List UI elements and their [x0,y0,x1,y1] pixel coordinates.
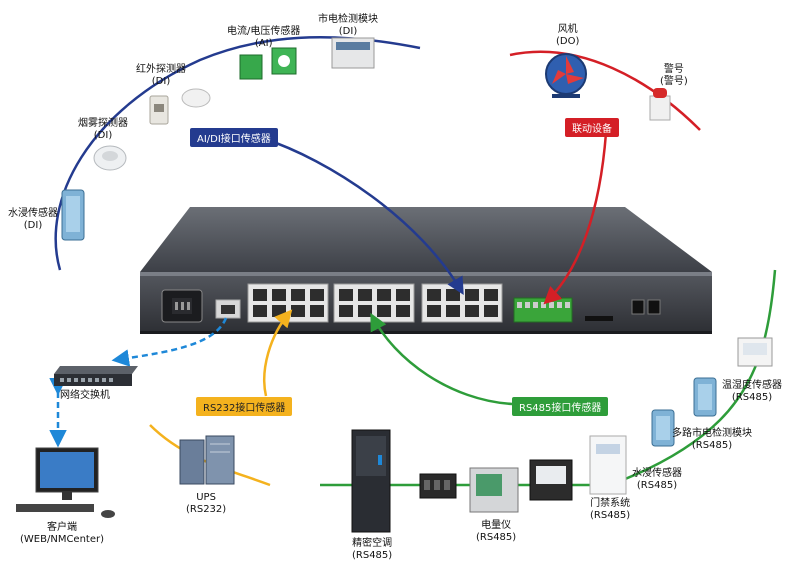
blue-arrow-to-device [261,136,464,296]
monitoring-host-device [140,207,712,334]
ups-icon [179,435,235,485]
label-client: 客户端 (WEB/NMCenter) [20,522,104,546]
meter-name: 电量仪 [481,520,512,531]
label-fan: 风机 (DO) [556,24,579,48]
client-type: (WEB/NMCenter) [20,534,105,545]
power-analyzer-icon [469,467,519,513]
multi-power-module-icon [693,377,717,417]
yellow-arrow-to-device [263,309,293,397]
label-power-monitor: 市电检测模块 (DI) [318,14,378,38]
label-water-right: 水浸传感器 (RS485) [632,468,682,492]
label-infrared: 红外探测器 (DI) [136,64,186,88]
alarm-name: 警号 [663,64,684,75]
serial-ports [631,299,661,315]
water-right-name: 水浸传感器 [632,468,682,479]
smoke-type: (DI) [93,130,113,141]
green-arrow-to-device [370,312,513,406]
smoke-name: 烟雾探测器 [78,118,128,129]
cyan-dashed-arrow-switch [111,317,228,367]
precision-ac-name: 精密空调 [352,538,393,549]
tag-ai-di: AI/DI接口传感器 [190,128,278,147]
label-access: 门禁系统 (RS485) [590,498,630,522]
power-inlet-icon [161,289,203,323]
tag-rs232: RS232接口传感器 [196,397,293,416]
access-name: 门禁系统 [590,498,631,509]
tag-rs485: RS485接口传感器 [512,397,609,416]
client-name: 客户端 [47,522,77,533]
smoke-detector-icon [93,145,127,171]
power-meter-module-icon [419,473,457,499]
power-monitor-type: (DI) [338,26,358,37]
red-arrow-to-device [543,132,608,305]
precision-ac-icon [351,429,391,533]
power-monitor-name: 市电检测模块 [318,14,378,25]
temp-humidity-type: (RS485) [731,392,773,403]
green-rs485-bus-right [609,269,777,487]
multi-power-name: 多路市电检测模块 [672,428,752,439]
ceiling-sensor-icon [181,88,211,108]
fan-type: (DO) [556,36,580,47]
label-temp-humidity: 温湿度传感器 (RS485) [722,380,782,404]
red-linkage-bus-line [509,50,701,131]
current-voltage-sensor-icon [239,47,297,80]
label-water-left: 水浸传感器 (DI) [8,208,58,232]
infrared-type: (DI) [151,76,171,87]
ups-type: (RS232) [186,504,227,515]
meter-type: (RS485) [476,532,517,543]
label-meter: 电量仪 (RS485) [476,520,516,544]
water-left-type: (DI) [23,220,43,231]
infrared-detector-icon [149,95,169,125]
current-voltage-type: (AI) [254,38,273,49]
power-detection-module-icon [331,37,375,69]
rj45-port-group-3 [421,283,503,323]
label-ups: UPS (RS232) [186,492,226,516]
alarm-type: (警号) [660,76,688,87]
water-sensor-right-icon [651,409,675,447]
access-type: (RS485) [590,510,631,521]
label-alarm: 警号 (警号) [660,64,688,88]
label-switch: 网络交换机 [60,390,110,402]
label-smoke: 烟雾探测器 (DI) [78,118,128,142]
ups-name: UPS [196,492,216,503]
tag-linkage: 联动设备 [565,118,619,137]
terminal-block [513,297,573,323]
network-switch-icon [54,366,138,386]
fan-name: 风机 [557,24,578,35]
water-right-type: (RS485) [636,480,678,491]
access-control-icon [589,435,627,495]
precision-ac-type: (RS485) [352,550,393,561]
temp-humidity-name: 温湿度传感器 [722,380,782,391]
rj45-port-group-2 [333,283,415,323]
fan-icon [545,53,587,98]
water-sensor-left-icon [61,189,85,241]
water-left-name: 水浸传感器 [8,208,58,219]
label-current-voltage: 电流/电压传感器 (AI) [227,26,300,50]
infrared-name: 红外探测器 [136,64,186,75]
sd-slot [585,316,613,321]
multi-power-type: (RS485) [691,440,733,451]
digital-meter-icon [529,459,573,501]
switch-name: 网络交换机 [60,390,110,401]
client-computer-icon [16,447,115,518]
label-multi-power: 多路市电检测模块 (RS485) [672,428,752,452]
alarm-siren-icon [649,88,671,121]
label-precision-ac: 精密空调 (RS485) [352,538,392,562]
ethernet-port [215,299,241,319]
temp-humidity-sensor-icon [737,337,773,367]
current-voltage-name: 电流/电压传感器 [227,26,301,37]
